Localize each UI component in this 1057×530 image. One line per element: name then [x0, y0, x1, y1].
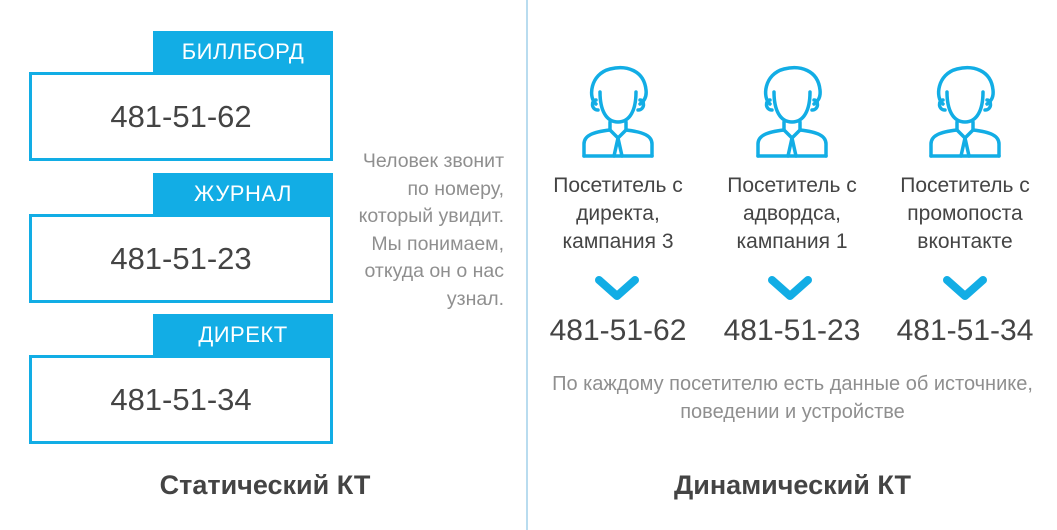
visitor-phone-3: 481-51-34 — [896, 314, 1034, 347]
visitor-card-3: Посетитель с промопоста вконтакте — [880, 62, 1050, 256]
dynamic-section-title: Динамический КТ — [674, 470, 911, 500]
visitor-phone-1: 481-51-62 — [549, 314, 687, 347]
person-icon — [582, 66, 654, 158]
static-explanation: Человек звонит по номеру, который увидит… — [358, 150, 504, 310]
chevron-down-icon — [768, 276, 812, 300]
chevron-down-icon — [943, 276, 987, 300]
source-tab-magazine: ЖУРНАЛ — [153, 173, 333, 215]
source-tab-billboard: БИЛЛБОРД — [153, 31, 333, 73]
phone-box-magazine: 481-51-23 — [29, 214, 333, 303]
visitor-card-2: Посетитель с адвордса, кампания 1 — [707, 62, 877, 256]
visitor-label-2: Посетитель с адвордса, кампания 1 — [727, 174, 857, 253]
chevron-down-icon — [595, 276, 639, 300]
visitor-label-1: Посетитель с директа, кампания 3 — [553, 174, 683, 253]
source-tab-direct: ДИРЕКТ — [153, 314, 333, 356]
person-icon — [929, 66, 1001, 158]
phone-box-direct: 481-51-34 — [29, 355, 333, 444]
dynamic-footnote: По каждому посетителю есть данные об ист… — [552, 373, 1033, 423]
static-section-title: Статический КТ — [159, 470, 371, 500]
section-divider — [526, 0, 528, 530]
person-icon — [756, 66, 828, 158]
phone-box-billboard: 481-51-62 — [29, 72, 333, 161]
visitor-label-3: Посетитель с промопоста вконтакте — [900, 174, 1030, 253]
visitor-card-1: Посетитель с директа, кампания 3 — [533, 62, 703, 256]
visitor-phone-2: 481-51-23 — [723, 314, 861, 347]
